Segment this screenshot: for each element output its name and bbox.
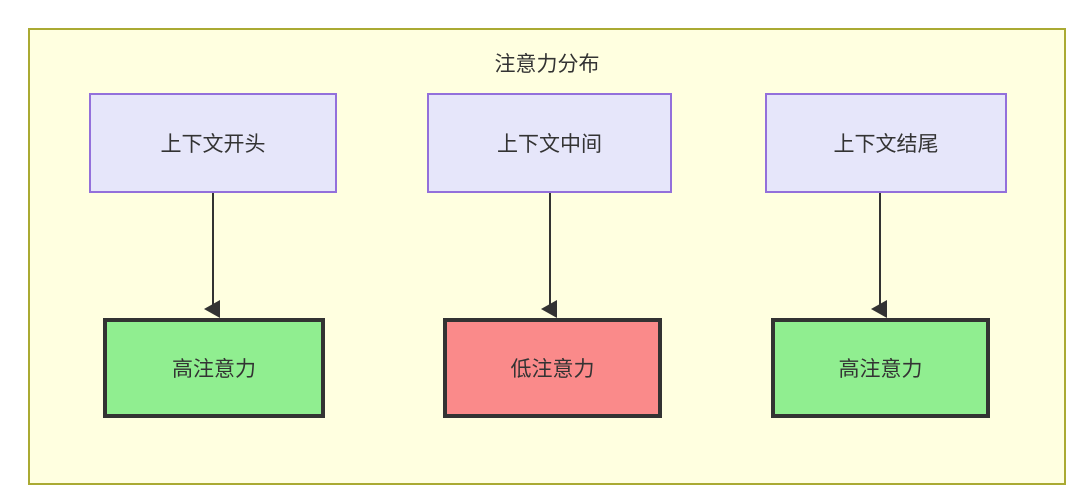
node-attention-end[interactable]: 高注意力: [771, 318, 990, 418]
node-context-middle[interactable]: 上下文中间: [427, 93, 672, 193]
node-label: 高注意力: [172, 358, 256, 381]
node-attention-middle[interactable]: 低注意力: [443, 318, 662, 418]
subgraph-title: 注意力分布: [494, 53, 600, 76]
node-attention-start[interactable]: 高注意力: [103, 318, 325, 418]
node-context-end[interactable]: 上下文结尾: [765, 93, 1007, 193]
node-context-start[interactable]: 上下文开头: [89, 93, 337, 193]
node-label: 上下文结尾: [833, 133, 939, 156]
node-label: 上下文中间: [497, 133, 602, 156]
node-label: 低注意力: [510, 358, 595, 381]
node-label: 高注意力: [838, 358, 923, 381]
node-label: 上下文开头: [160, 133, 266, 156]
